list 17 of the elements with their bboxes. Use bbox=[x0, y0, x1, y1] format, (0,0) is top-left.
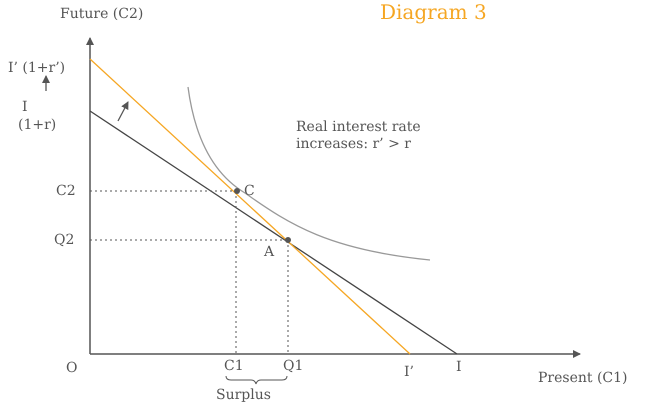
axis-value-label: C2 bbox=[56, 183, 76, 200]
axis-value-label: I bbox=[22, 99, 28, 116]
axis-label: Future (C2) bbox=[60, 6, 144, 23]
point-label: A bbox=[264, 244, 274, 261]
axis-label: Present (C1) bbox=[538, 370, 628, 387]
diagram-title: Diagram 3 bbox=[380, 0, 487, 24]
axis-value-label: C1 bbox=[224, 358, 244, 375]
axis-value-label: Q1 bbox=[283, 358, 304, 375]
brace-label: Surplus bbox=[216, 387, 271, 404]
axis-value-label: Q2 bbox=[54, 232, 74, 249]
axis-value-label: I’ bbox=[404, 364, 414, 381]
annotation-text: Real interest rate increases: r’ > r bbox=[296, 119, 422, 153]
axis-value-label: I bbox=[456, 359, 462, 376]
axis-value-label: (1+r) bbox=[18, 117, 56, 134]
axis-value-label: I’ (1+r’) bbox=[8, 60, 66, 77]
origin-label: O bbox=[66, 360, 78, 377]
point-label: C bbox=[244, 183, 255, 200]
